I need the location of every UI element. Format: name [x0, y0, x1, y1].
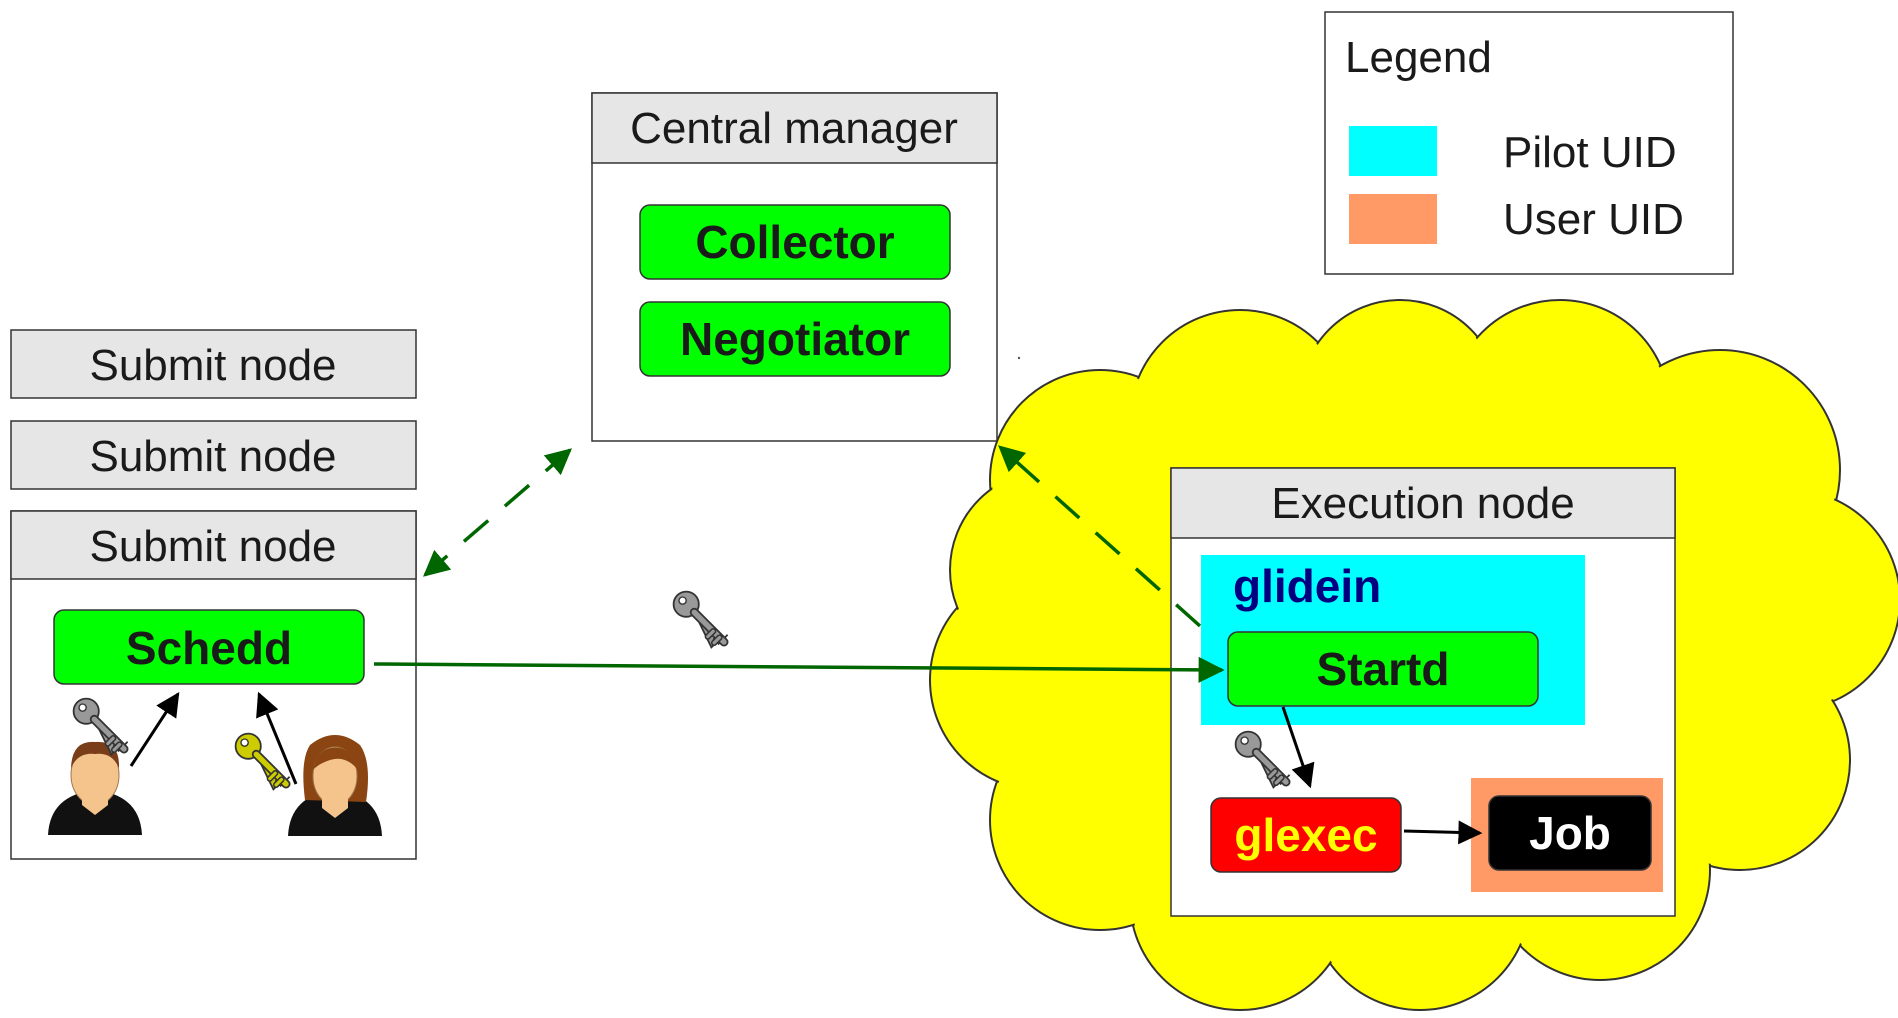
schedd-label: Schedd: [126, 622, 292, 674]
submit-node-2: Submit node: [10, 420, 417, 490]
execution-node-title: Execution node: [1271, 479, 1574, 528]
submit-node-title: Submit node: [89, 432, 336, 481]
startd-collector-dashed-arrow: [998, 445, 1202, 628]
female-user-icon: [288, 735, 382, 836]
schedd-box: [53, 609, 365, 685]
job-box: [1488, 795, 1652, 871]
legend: Legend Pilot UID User UID: [1324, 11, 1734, 275]
submit-node-title: Submit node: [89, 341, 336, 390]
execution-node-box: Execution node glidein Startd Job glexec: [1170, 467, 1676, 917]
dot-mark: [1017, 356, 1021, 360]
glidein-label: glidein: [1233, 560, 1381, 612]
legend-swatch-user: [1349, 194, 1437, 244]
job-label: Job: [1529, 807, 1611, 859]
gray-key-icon: [674, 592, 728, 648]
collector-label: Collector: [695, 216, 894, 268]
legend-swatch-pilot: [1349, 126, 1437, 176]
schedd-collector-dashed-arrow: [423, 448, 572, 577]
negotiator-label: Negotiator: [680, 313, 910, 365]
legend-label-pilot: Pilot UID: [1503, 128, 1677, 177]
central-manager-title: Central manager: [630, 104, 958, 153]
legend-label-user: User UID: [1503, 195, 1684, 244]
startd-to-glexec-arrow: [1281, 706, 1315, 789]
glexec-label: glexec: [1234, 809, 1377, 861]
glexec-to-job-arrow: [1403, 820, 1483, 845]
male-user-icon: [48, 741, 142, 835]
glexec-box: [1210, 797, 1402, 873]
negotiator-box: [639, 301, 951, 377]
collector-box: [639, 204, 951, 280]
startd-box: [1227, 631, 1539, 707]
submit-node-title: Submit node: [89, 522, 336, 571]
user-to-schedd-arrow: [256, 691, 298, 785]
legend-title: Legend: [1345, 33, 1492, 82]
user-to-schedd-arrow: [129, 691, 180, 767]
submit-node-3: Submit node Schedd: [10, 510, 417, 860]
startd-label: Startd: [1317, 643, 1450, 695]
schedd-to-startd-arrow: [373, 656, 1225, 683]
submit-node-1: Submit node: [10, 329, 417, 399]
central-manager-box: Central manager Collector Negotiator: [591, 92, 998, 442]
